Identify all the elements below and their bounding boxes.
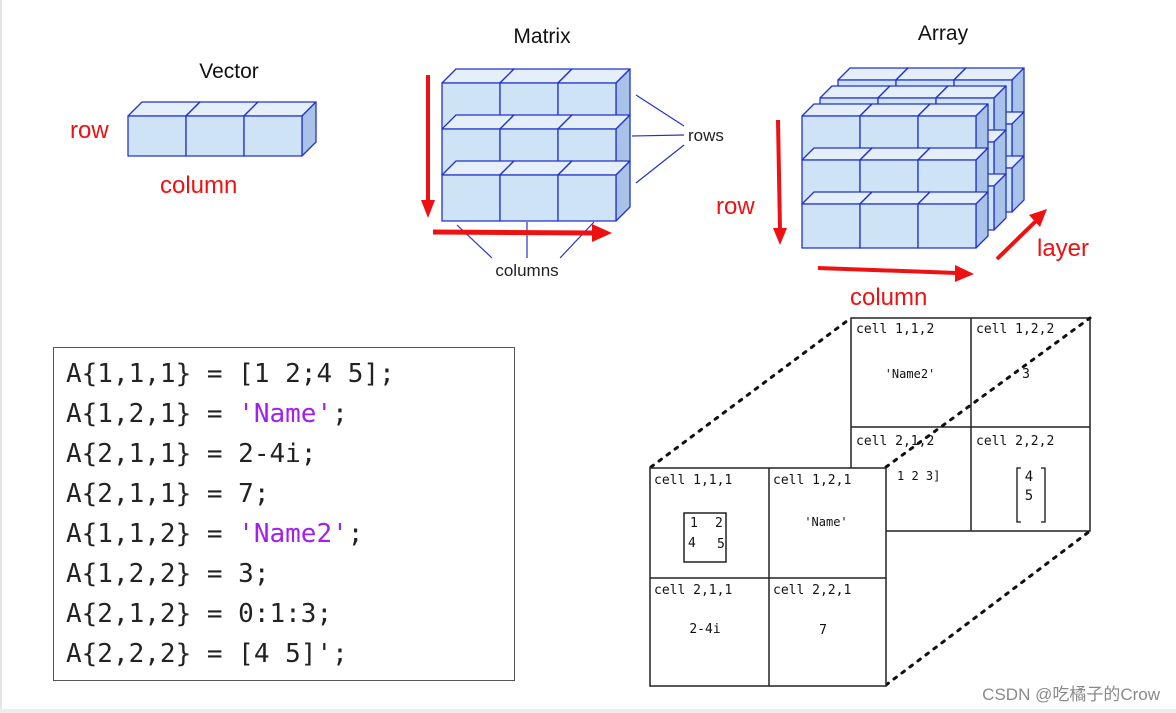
code-line: A{2,1,1} = 2-4i; [66,439,317,469]
cell-array-perspective-lines [649,316,1092,687]
array-column-arrow [817,265,974,282]
cell-1-1-1-m21: 4 [688,536,696,551]
cell-2-1-2-label: cell 2,1,2 [856,434,934,449]
cell-2-1-1-value: 2-4i [689,622,720,637]
code-line: A{2,1,1} = 7; [66,479,270,509]
array-cube [917,191,989,249]
cell-2-2-2-label: cell 2,2,2 [976,434,1054,449]
vector-title: Vector [199,60,259,83]
cell-2-2-2-bracket-left [1016,467,1021,523]
cell-1-2-2-label: cell 1,2,2 [976,322,1054,337]
cell-1-2-1-label: cell 1,2,1 [773,473,851,488]
array-row-label: row [716,193,755,220]
matrix-column-pointers [456,221,595,259]
code-line: A{1,2,2} = 3; [66,559,270,589]
cell-2-2-1-label: cell 2,2,1 [773,583,851,598]
cell-2-1-1-label: cell 2,1,1 [654,583,732,598]
watermark: CSDN @吃橘子的Crow [982,685,1161,704]
cell-array-front-layer: cell 1,1,1 1 2 4 5 cell 1,2,1 'Name' cel… [649,467,887,687]
cell-array-back-layer: cell 1,1,2 'Name2' cell 1,2,2 3 cell 2,1… [850,317,1091,532]
matrix-row-arrow [421,75,435,218]
cell-1-1-1-m11: 1 [690,516,698,531]
cell-1-1-2-label: cell 1,1,2 [856,322,934,337]
bottom-border [0,709,1176,713]
matrix-cube [557,160,631,222]
code-line: A{2,2,2} = [4 5]'; [66,639,348,669]
array-cube [917,103,989,161]
cube-illustrations [127,67,1025,249]
left-border [0,0,2,713]
cell-1-1-1-label: cell 1,1,1 [654,473,732,488]
array-column-label: column [850,284,927,311]
vector-cube [243,101,317,157]
cell-1-1-1-m12: 2 [715,516,723,531]
cell-1-1-1-m22: 5 [717,537,725,552]
cell-1-1-1-matrix-box [683,512,727,563]
cell-2-2-2-value-top: 4 [1025,469,1033,485]
code-line: A{2,1,2} = 0:1:3; [66,599,333,629]
matrix-columns-label: columns [495,261,558,280]
array-layer-label: layer [1037,235,1089,262]
vector-column-label: column [160,172,237,199]
matrix-column-arrow [432,224,612,242]
cell-2-2-2-bracket-right [1041,467,1046,523]
matrix-row-pointers [631,94,685,184]
cell-2-1-2-value: 1 2 3] [897,469,940,483]
code-listing: A{1,1,1} = [1 2;4 5]; A{1,2,1} = 'Name';… [53,347,515,681]
cell-1-2-2-value: 3 [1022,367,1030,382]
code-line: A{1,1,2} = 'Name2'; [66,519,364,549]
vector-row-label: row [70,117,109,144]
cell-2-2-1-value: 7 [819,623,827,638]
code-line: A{1,2,1} = 'Name'; [66,399,348,429]
array-layer-arrow [995,209,1047,261]
array-title: Array [918,22,969,45]
cell-1-1-2-value: 'Name2' [885,367,936,381]
cell-2-2-2-value-bottom: 5 [1025,488,1033,504]
matrix-title: Matrix [513,25,571,48]
array-row-arrow [773,119,787,245]
matrix-rows-label: rows [688,126,724,145]
cell-1-2-1-value: 'Name' [804,515,847,529]
code-line: A{1,1,1} = [1 2;4 5]; [66,359,395,389]
